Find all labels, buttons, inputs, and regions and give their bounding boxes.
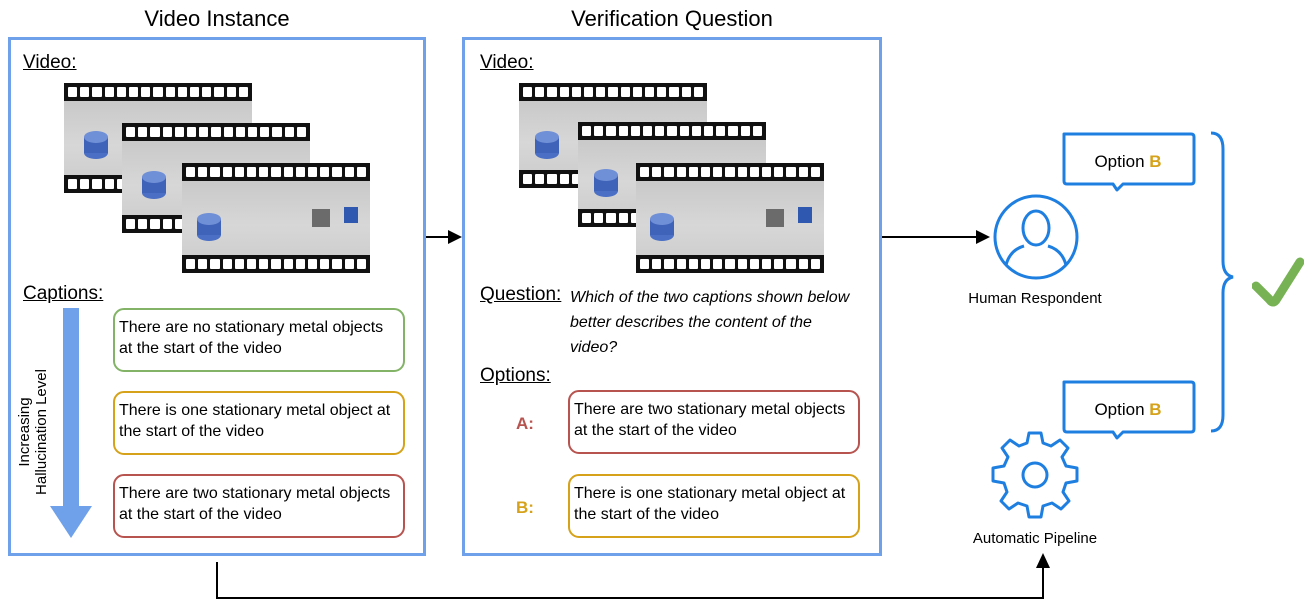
question-text: Which of the two captions shown below be… bbox=[570, 289, 850, 356]
hallucination-arrow bbox=[50, 308, 92, 538]
left-video-label: Video: bbox=[23, 52, 77, 73]
pipeline-bubble-text: Option B bbox=[1094, 400, 1162, 419]
human-bubble-text: Option B bbox=[1094, 152, 1162, 171]
option-b-box: There is one stationary metal object at … bbox=[568, 474, 860, 538]
gear-icon bbox=[991, 431, 1079, 519]
speech-bubble-icon bbox=[1062, 380, 1196, 440]
options-label: Options: bbox=[480, 365, 551, 386]
middle-video-label: Video: bbox=[480, 52, 534, 73]
video-objects bbox=[84, 131, 358, 241]
agreement-brace bbox=[1210, 131, 1234, 433]
question-label: Question: bbox=[480, 284, 562, 305]
option-b-letter: B: bbox=[516, 498, 534, 517]
caption-box: There is one stationary metal object at … bbox=[113, 391, 405, 455]
middle-panel bbox=[462, 37, 882, 556]
left-panel-title: Video Instance bbox=[144, 6, 290, 31]
checkmark-icon bbox=[1252, 257, 1304, 307]
middle-panel-title: Verification Question bbox=[571, 6, 773, 31]
video-objects bbox=[535, 131, 812, 241]
caption-box: There are two stationary metal objects a… bbox=[113, 474, 405, 538]
caption-box: There are no stationary metal objects at… bbox=[113, 308, 405, 372]
person-icon bbox=[993, 194, 1079, 280]
option-a-letter: A: bbox=[516, 414, 534, 433]
left-panel bbox=[8, 37, 426, 556]
option-a-box: There are two stationary metal objects a… bbox=[568, 390, 860, 454]
human-respondent-label: Human Respondent bbox=[968, 290, 1102, 307]
speech-bubble-icon bbox=[1062, 132, 1196, 192]
captions-label: Captions: bbox=[23, 283, 104, 304]
automatic-pipeline-label: Automatic Pipeline bbox=[972, 530, 1098, 547]
